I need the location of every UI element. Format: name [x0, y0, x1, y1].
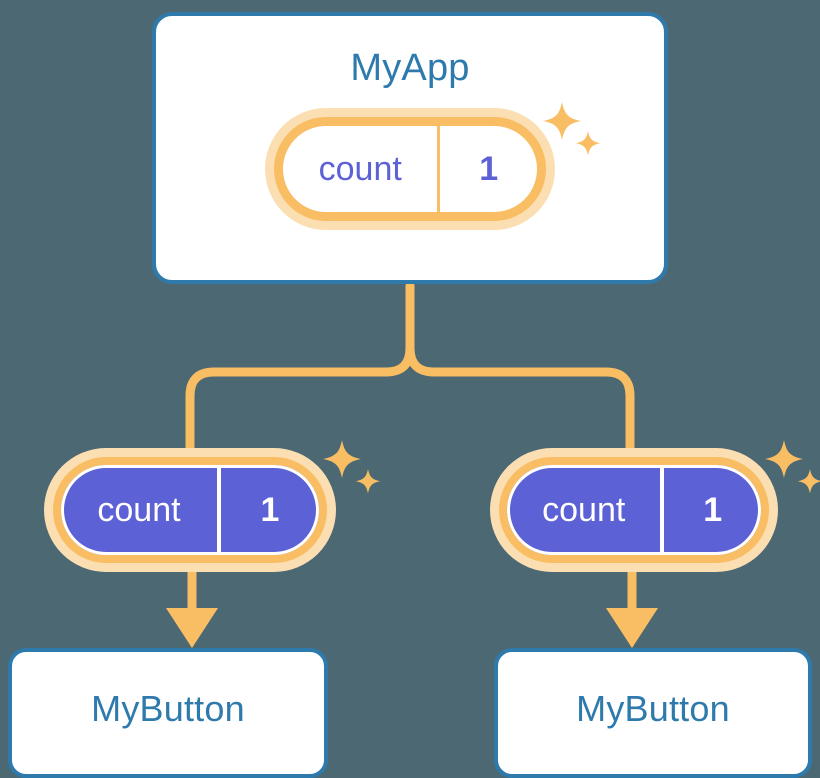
mybutton-card-right: MyButton [494, 648, 812, 778]
myapp-card-title: MyApp [350, 47, 470, 89]
myapp-state-pill: count 1 [265, 108, 555, 230]
mybutton-card-left-title: MyButton [91, 688, 245, 729]
mybutton-card-right-title: MyButton [576, 688, 730, 729]
mybutton-card-left: MyButton [8, 648, 328, 778]
pill-body: count 1 [53, 457, 327, 563]
pill-body: count 1 [499, 457, 769, 563]
arrow-to-right-button-head [606, 608, 658, 648]
pill-key-label: count [61, 465, 221, 555]
pill-value-label: 1 [260, 490, 280, 529]
pill-key-label: count [283, 126, 441, 212]
pill-value-label: 1 [703, 490, 723, 529]
pill-body: count 1 [274, 117, 546, 221]
sparkle-small-icon [356, 469, 380, 494]
arrow-to-left-button-head [166, 608, 218, 648]
sparkle-small-icon [798, 469, 820, 494]
left-state-pill: count 1 [44, 448, 336, 572]
state-flow-connector [185, 281, 635, 457]
right-state-pill: count 1 [490, 448, 778, 572]
pill-value-label: 1 [479, 149, 499, 188]
pill-key-label: count [507, 465, 665, 555]
